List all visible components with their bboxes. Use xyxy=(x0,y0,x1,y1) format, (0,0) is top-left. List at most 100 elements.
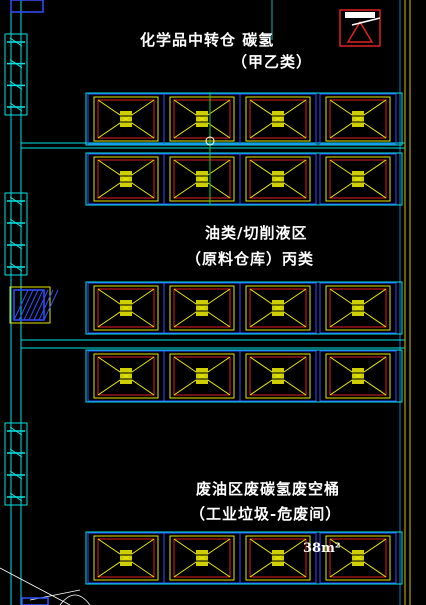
racks-layer xyxy=(85,92,403,585)
zone-chemical-subtitle: （甲乙类） xyxy=(232,53,313,71)
hatched-equipment-box xyxy=(9,286,59,324)
pallet-blue-edge xyxy=(239,282,317,334)
window-frame xyxy=(4,192,28,276)
left-window-1 xyxy=(4,192,28,276)
hatch-line xyxy=(28,289,44,321)
pallet xyxy=(319,282,397,334)
pallet-red-frame xyxy=(329,99,387,139)
window-tick xyxy=(9,196,23,206)
drum-marker xyxy=(352,111,364,127)
pallet-red-frame xyxy=(97,356,155,396)
rack-outer-frame xyxy=(85,349,403,403)
pallet-blue-edge xyxy=(319,93,397,145)
rack-outer-frame xyxy=(85,92,403,146)
pallet-red-frame xyxy=(97,288,155,328)
drum-marker xyxy=(120,300,132,316)
drum-marker xyxy=(196,171,208,187)
zone-waste-title: 废油区废碳氢废空桶 xyxy=(196,480,341,498)
window-frame xyxy=(4,33,28,116)
pallet-red-frame xyxy=(97,159,155,199)
rack-chem-row-1 xyxy=(85,92,403,146)
window-tick xyxy=(9,448,23,458)
pallet-red-frame xyxy=(97,538,155,578)
door-arc xyxy=(59,594,91,605)
symbol-frame xyxy=(339,9,381,47)
zone-waste-subtitle: （工业垃圾-危废间） xyxy=(190,505,342,523)
pallet-red-frame xyxy=(249,99,307,139)
drum-marker xyxy=(272,111,284,127)
pallet-red-frame xyxy=(173,288,231,328)
pallet xyxy=(87,93,165,145)
zone-chemical-title: 化学品中转仓 碳氢 xyxy=(140,31,275,49)
drum-marker xyxy=(120,171,132,187)
hatch-line xyxy=(13,289,29,321)
window-tick xyxy=(9,470,23,480)
pallet-yellow-frame xyxy=(169,156,235,202)
hatch-line xyxy=(23,289,39,321)
pallet-yellow-frame xyxy=(245,535,311,581)
window-tick xyxy=(9,240,23,250)
window-tick xyxy=(9,80,23,90)
pallet-blue-edge xyxy=(239,93,317,145)
drum-marker xyxy=(196,111,208,127)
drum-marker xyxy=(196,300,208,316)
pallet xyxy=(163,282,241,334)
hatch-line xyxy=(33,289,49,321)
pallet-red-frame xyxy=(249,538,307,578)
symbol-bar xyxy=(345,12,375,18)
hatch-inner xyxy=(13,289,45,321)
pallet-blue-edge xyxy=(239,532,317,584)
window-tick xyxy=(9,262,23,272)
drum-marker xyxy=(352,300,364,316)
pallet-yellow-frame xyxy=(169,353,235,399)
drum-marker xyxy=(272,300,284,316)
waste-area-label: 38m² xyxy=(303,541,341,556)
drum-marker xyxy=(352,171,364,187)
pallet-yellow-frame xyxy=(245,96,311,142)
pallet-yellow-frame xyxy=(93,353,159,399)
pallet xyxy=(319,153,397,205)
pallet xyxy=(87,532,165,584)
rack-oil-row-1 xyxy=(85,281,403,335)
pallet-blue-edge xyxy=(319,153,397,205)
drum-marker xyxy=(272,368,284,384)
pallet-yellow-frame xyxy=(245,353,311,399)
pallet-blue-edge xyxy=(239,350,317,402)
rack-outer-frame xyxy=(85,281,403,335)
pallet xyxy=(319,93,397,145)
pallet-red-frame xyxy=(173,159,231,199)
symbol-triangle xyxy=(346,20,374,43)
drum-marker xyxy=(120,111,132,127)
pallet xyxy=(163,153,241,205)
pallet-yellow-frame xyxy=(169,535,235,581)
pallet-red-frame xyxy=(249,288,307,328)
pallet-red-frame xyxy=(249,159,307,199)
pallet-red-frame xyxy=(173,538,231,578)
pallet-red-frame xyxy=(97,99,155,139)
pallet-red-frame xyxy=(329,538,387,578)
walls-layer xyxy=(10,0,411,605)
window-tick xyxy=(9,102,23,112)
pallet-red-frame xyxy=(249,356,307,396)
pallet-blue-edge xyxy=(319,350,397,402)
pallet xyxy=(319,350,397,402)
pallet-red-frame xyxy=(329,288,387,328)
pallet-yellow-frame xyxy=(325,535,391,581)
pallet xyxy=(163,532,241,584)
drum-marker xyxy=(196,550,208,566)
drum-marker xyxy=(272,171,284,187)
rack-outer-frame xyxy=(85,531,403,585)
rack-outer-frame xyxy=(85,152,403,206)
rack-oil-row-2 xyxy=(85,349,403,403)
pallet-blue-edge xyxy=(319,282,397,334)
zone-oil-subtitle: （原料仓库）丙类 xyxy=(186,250,315,268)
drum-marker xyxy=(352,368,364,384)
window-tick xyxy=(9,492,23,502)
door-sill xyxy=(21,597,49,605)
hatch-line xyxy=(43,289,59,321)
pallet-yellow-frame xyxy=(325,353,391,399)
fixtures-layer xyxy=(0,9,381,605)
pallet xyxy=(87,350,165,402)
pallet-yellow-frame xyxy=(169,285,235,331)
